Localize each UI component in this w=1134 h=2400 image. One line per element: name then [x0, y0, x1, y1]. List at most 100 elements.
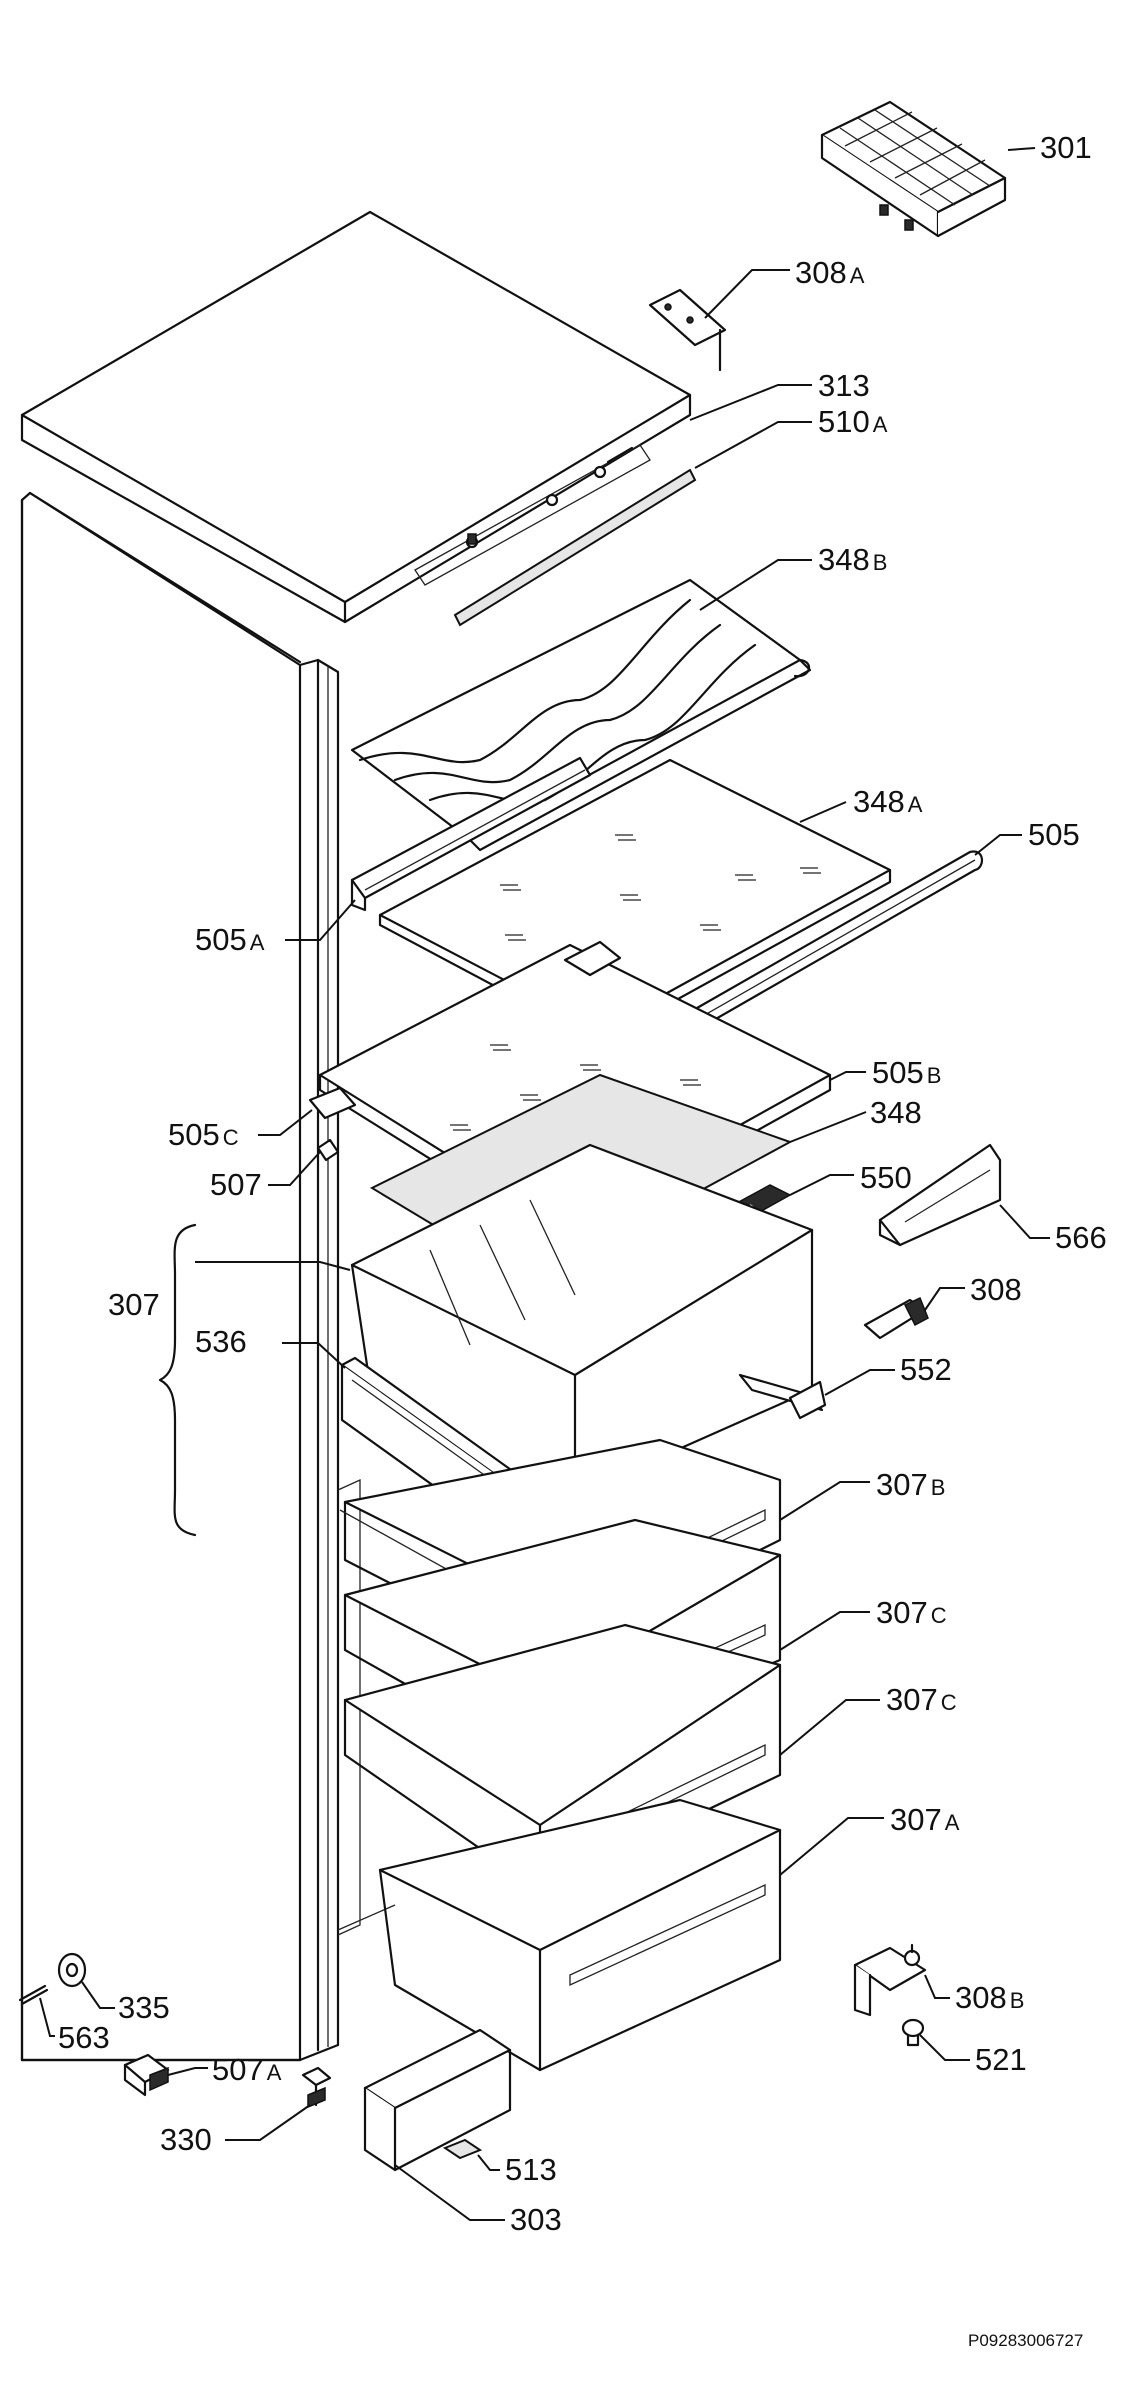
part-label-p301: 301: [1040, 130, 1092, 165]
cabinet-body: [20, 491, 396, 2062]
part-number: 505: [872, 1055, 924, 1090]
slider-part: [878, 1143, 1002, 1247]
part-number: 552: [900, 1352, 952, 1387]
part-suffix: B: [873, 550, 888, 575]
bushing: [57, 1952, 87, 1988]
leader-p507a: [167, 2067, 208, 2076]
part-suffix: A: [945, 1810, 960, 1835]
part-number: 348: [853, 784, 905, 819]
leader-p507: [268, 1151, 321, 1186]
part-number: 505: [195, 922, 247, 957]
part-number: 513: [505, 2152, 557, 2187]
leader-p307c1: [779, 1611, 870, 1651]
part-number: 303: [510, 2202, 562, 2237]
part-number: 563: [58, 2020, 110, 2055]
part-number: 348: [870, 1095, 922, 1130]
leader-p505c: [258, 1109, 313, 1136]
part-number: 348: [818, 542, 870, 577]
leader-p536: [282, 1342, 346, 1369]
part-number: 307: [876, 1595, 928, 1630]
part-number: 330: [160, 2122, 212, 2157]
part-label-p348: 348: [870, 1095, 922, 1130]
part-number: 507: [212, 2052, 264, 2087]
small-clip: [316, 1138, 340, 1162]
leader-p566: [999, 1204, 1050, 1239]
leader-p307: [195, 1261, 351, 1271]
part-suffix: A: [250, 930, 265, 955]
leader-p505b: [829, 1071, 866, 1081]
part-number: 505: [1028, 817, 1080, 852]
kick-plate: [363, 2028, 512, 2172]
part-number: 566: [1055, 1220, 1107, 1255]
part-suffix: C: [931, 1603, 947, 1628]
part-suffix: C: [223, 1125, 239, 1150]
part-label-p563: 563: [58, 2020, 110, 2055]
part-number: 307: [886, 1682, 938, 1717]
freezer-drawer-bottom: [378, 1798, 782, 2072]
part-label-p335: 335: [118, 1990, 170, 2025]
leader-p301: [1007, 147, 1036, 151]
part-label-p505: 505: [1028, 817, 1080, 852]
part-number: 307: [890, 1802, 942, 1837]
part-number: 335: [118, 1990, 170, 2025]
leader-p307b: [779, 1481, 870, 1521]
pin: [18, 1984, 49, 2006]
part-suffix: C: [941, 1690, 957, 1715]
part-number: 301: [1040, 130, 1092, 165]
part-number: 307: [876, 1467, 928, 1502]
shelf-rail-left: [350, 756, 592, 912]
leader-p335: [81, 1981, 115, 2009]
part-number: 307: [108, 1287, 160, 1322]
part-label-p566: 566: [1055, 1220, 1107, 1255]
leader-p307a: [779, 1817, 884, 1876]
part-label-p552: 552: [900, 1352, 952, 1387]
part-suffix: B: [927, 1063, 942, 1088]
drawer-rail: [738, 1373, 827, 1420]
adjustable-foot: [301, 2066, 332, 2109]
part-label-p313: 313: [818, 368, 870, 403]
leader-p303: [394, 2164, 505, 2221]
leader-lines: [39, 147, 1050, 2221]
part-label-p521: 521: [975, 2042, 1027, 2077]
leader-p552: [824, 1369, 895, 1396]
leader-p505a: [285, 899, 356, 941]
part-label-p308: 308: [970, 1272, 1022, 1307]
part-label-p330: 330: [160, 2122, 212, 2157]
hinge-bracket-bottom: [853, 1943, 927, 2017]
part-number: 505: [168, 1117, 220, 1152]
leader-p550: [789, 1174, 854, 1196]
leader-p313: [689, 384, 812, 421]
part-suffix: A: [850, 263, 865, 288]
drawing-code: P09283006727: [968, 2331, 1083, 2350]
part-label-p507: 507: [210, 1167, 262, 1202]
part-suffix: A: [267, 2060, 282, 2085]
door-stop: [123, 2053, 170, 2097]
part-label-p550: 550: [860, 1160, 912, 1195]
leader-p563: [39, 1997, 55, 2037]
leader-p348b: [699, 559, 812, 611]
part-suffix: A: [873, 412, 888, 437]
part-number: 313: [818, 368, 870, 403]
part-number: 308: [795, 255, 847, 290]
part-label-p513: 513: [505, 2152, 557, 2187]
part-suffix: B: [931, 1475, 946, 1500]
part-number: 550: [860, 1160, 912, 1195]
group-bracket-307: [158, 1223, 197, 1537]
part-label-p303: 303: [510, 2202, 562, 2237]
part-number: 308: [970, 1272, 1022, 1307]
leader-p308a: [704, 269, 790, 319]
part-suffix: A: [908, 792, 923, 817]
part-label-p307: 307: [108, 1287, 160, 1322]
